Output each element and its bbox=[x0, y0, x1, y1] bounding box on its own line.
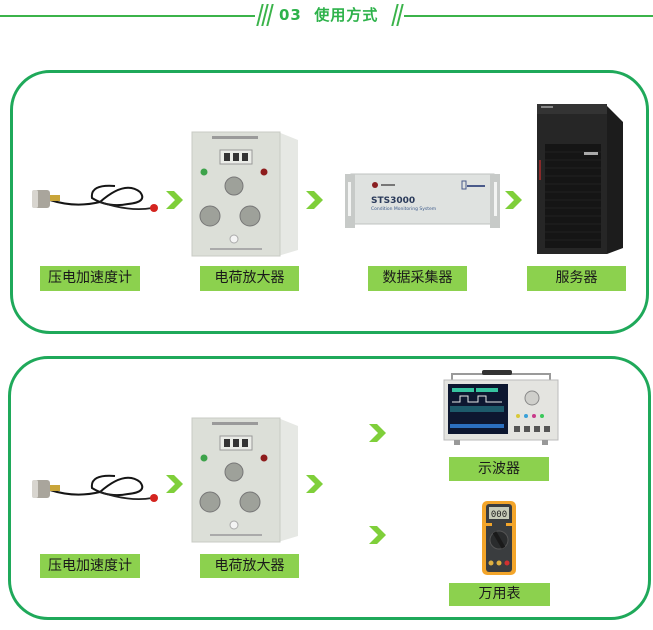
section-title-text: 使用方式 bbox=[314, 6, 379, 24]
chevron-right-icon bbox=[164, 474, 184, 494]
device-label: 电荷放大器 bbox=[200, 266, 299, 291]
chevron-right-icon bbox=[304, 474, 324, 494]
device-label: 示波器 bbox=[449, 457, 549, 481]
charge-amplifier-icon bbox=[190, 128, 300, 258]
device-label: 压电加速度计 bbox=[40, 266, 140, 291]
flow-panel-2 bbox=[8, 356, 651, 620]
section-number: 03 bbox=[279, 6, 302, 24]
daq-model-text: STS3000 bbox=[371, 196, 416, 206]
daq-subtitle-text: Condition Monitoring System bbox=[371, 207, 437, 212]
oscilloscope-icon bbox=[442, 368, 560, 446]
device-label: 数据采集器 bbox=[368, 266, 467, 291]
device-label: 压电加速度计 bbox=[40, 554, 140, 578]
data-acquisition-icon: STS3000 Condition Monitoring System bbox=[345, 170, 500, 228]
accelerometer-icon bbox=[30, 178, 160, 218]
chevron-right-icon bbox=[367, 525, 387, 545]
flow-panel-1 bbox=[10, 70, 649, 334]
chevron-right-icon bbox=[304, 190, 324, 210]
chevron-right-icon bbox=[164, 190, 184, 210]
svg-text:000: 000 bbox=[491, 510, 507, 520]
header-line-right bbox=[404, 15, 653, 17]
charge-amplifier-icon bbox=[190, 414, 300, 544]
device-label: 万用表 bbox=[449, 583, 550, 606]
accelerometer-icon bbox=[30, 468, 160, 508]
device-label: 服务器 bbox=[527, 266, 626, 291]
multimeter-icon: 000 bbox=[481, 500, 517, 576]
server-icon bbox=[535, 100, 625, 260]
section-title: 03 使用方式 bbox=[279, 4, 389, 26]
device-label: 电荷放大器 bbox=[200, 554, 299, 578]
chevron-right-icon bbox=[367, 423, 387, 443]
chevron-right-icon bbox=[503, 190, 523, 210]
header-line-left bbox=[0, 15, 255, 17]
